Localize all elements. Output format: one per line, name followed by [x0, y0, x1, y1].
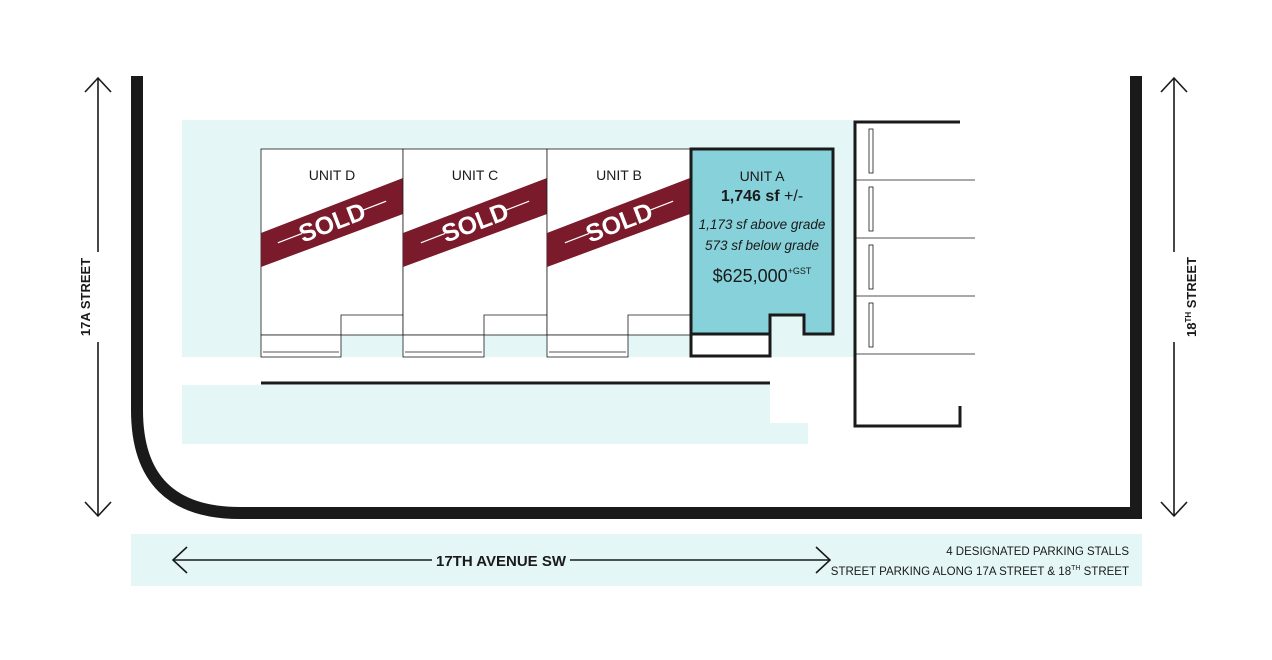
parking-stall-4[interactable] [868, 302, 874, 348]
unit-c-notch [483, 314, 547, 335]
parking-note-2-sup: TH [1071, 565, 1080, 572]
avenue-label: 17TH AVENUE SW [436, 553, 567, 570]
parking-outline [853, 120, 962, 428]
unit-b-label: UNIT B [596, 167, 642, 183]
lot-area-notch [770, 385, 810, 423]
parking-area [853, 120, 975, 428]
avenue-arrow [171, 546, 832, 574]
unit-a-below-grade: 573 sf below grade [705, 238, 819, 253]
left-arrow-head-bottom [84, 501, 112, 518]
right-street-sup: TH [1184, 312, 1193, 323]
unit-c-banner-line-left [420, 232, 446, 244]
unit-b-banner-line-left [564, 232, 590, 244]
unit-a-area: 1,746 sf +/- [721, 188, 803, 205]
unit-d-label: UNIT D [309, 167, 355, 183]
left-arrow-head-top [84, 76, 112, 93]
unit-a-price-value: $625,000 [713, 266, 788, 286]
right-street-label: 18TH STREET [1184, 257, 1199, 337]
unit-c[interactable]: UNIT C SOLD [402, 148, 548, 358]
unit-a-area-value: 1,746 sf [721, 188, 780, 205]
unit-b-notch [627, 314, 690, 335]
unit-b[interactable]: UNIT B SOLD [546, 148, 691, 358]
road-outline [131, 76, 1142, 519]
right-arrow-head-bottom [1160, 501, 1188, 518]
avenue-arrow-head-left [171, 546, 188, 574]
unit-a-price: $625,000+GST [713, 266, 812, 286]
unit-a-patio [689, 332, 772, 358]
parking-note-2-prefix: STREET PARKING ALONG 17A STREET & 18 [831, 566, 1071, 578]
unit-c-banner-line-right [504, 200, 530, 212]
unit-d-sold-banner [261, 178, 403, 267]
parking-note-2: STREET PARKING ALONG 17A STREET & 18TH S… [831, 565, 1129, 578]
right-street-suffix: STREET [1184, 257, 1199, 312]
unit-c-label: UNIT C [452, 167, 498, 183]
unit-d[interactable]: UNIT D SOLD [260, 148, 404, 358]
unit-d-patio [260, 334, 342, 358]
lot-area-lower [182, 385, 808, 444]
right-street-prefix: 18 [1184, 323, 1199, 337]
unit-a-area-suffix: +/- [780, 188, 804, 205]
parking-stall-3[interactable] [868, 244, 874, 290]
left-street-arrow [84, 76, 112, 518]
parking-note-1: 4 DESIGNATED PARKING STALLS [946, 546, 1129, 558]
unit-d-banner-line-right [361, 200, 387, 212]
right-arrow-head-top [1160, 76, 1188, 93]
unit-a-above-grade: 1,173 sf above grade [699, 217, 826, 232]
parking-stall-2[interactable] [868, 186, 874, 232]
unit-b-banner-line-right [648, 200, 674, 212]
unit-d-notch [340, 314, 403, 335]
unit-a-price-suffix: +GST [788, 266, 812, 276]
unit-a-label: UNIT A [740, 168, 786, 184]
unit-a[interactable]: UNIT A 1,746 sf +/- 1,173 sf above grade… [689, 147, 835, 358]
left-street-label: 17A STREET [78, 258, 93, 336]
unit-b-sold-banner [547, 178, 690, 267]
unit-d-banner-line-left [277, 232, 303, 244]
right-street-arrow [1160, 76, 1188, 518]
unit-c-patio [402, 334, 485, 358]
parking-stall-1[interactable] [868, 128, 874, 174]
unit-c-sold-banner [403, 178, 547, 267]
unit-b-patio [546, 334, 629, 358]
avenue-arrow-head-right [815, 546, 832, 574]
parking-note-2-suffix: STREET [1080, 566, 1129, 578]
